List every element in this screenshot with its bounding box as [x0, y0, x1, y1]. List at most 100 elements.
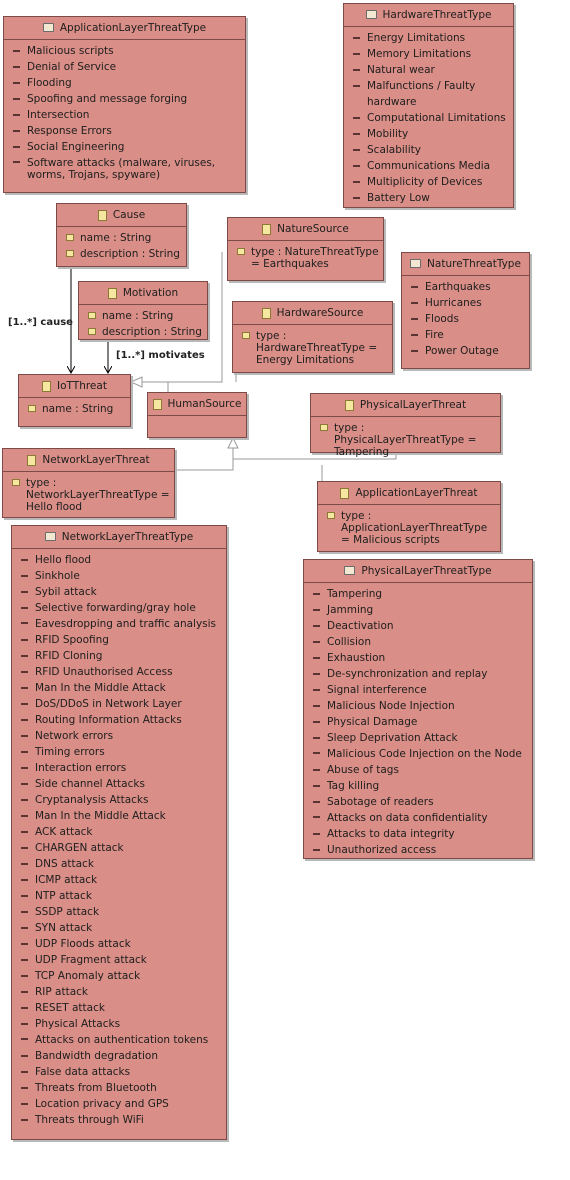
literal-row[interactable]: De-synchronization and replay	[313, 666, 528, 682]
attribute-row[interactable]: type : NatureThreatType = Earthquakes	[237, 244, 379, 272]
attribute-row[interactable]: type : NetworkLayerThreatType = Hello fl…	[12, 475, 170, 515]
literal-row[interactable]: Scalability	[353, 142, 509, 158]
literal-row[interactable]: Flooding	[13, 75, 241, 91]
literal-row[interactable]: Energy Limitations	[353, 30, 509, 46]
literal-row[interactable]: Malfunctions / Faulty hardware	[353, 78, 509, 110]
literal-row[interactable]: Man In the Middle Attack	[21, 808, 222, 824]
literal-row[interactable]: Malicious Node Injection	[313, 698, 528, 714]
literal-row[interactable]: Natural wear	[353, 62, 509, 78]
literal-row[interactable]: Multiplicity of Devices	[353, 174, 509, 190]
literal-row[interactable]: SYN attack	[21, 920, 222, 936]
literal-row[interactable]: UDP Floods attack	[21, 936, 222, 952]
literal-row[interactable]: Deactivation	[313, 618, 528, 634]
literal-row[interactable]: RESET attack	[21, 1000, 222, 1016]
literal-row[interactable]: False data attacks	[21, 1064, 222, 1080]
literal-row[interactable]: Threats through WiFi	[21, 1112, 222, 1128]
attribute-row[interactable]: name : String	[66, 230, 182, 246]
literal-row[interactable]: Location privacy and GPS	[21, 1096, 222, 1112]
literal-row[interactable]: Sabotage of readers	[313, 794, 528, 810]
literal-row[interactable]: CHARGEN attack	[21, 840, 222, 856]
literal-row[interactable]: Attacks on authentication tokens	[21, 1032, 222, 1048]
literal-row[interactable]: Response Errors	[13, 123, 241, 139]
literal-row[interactable]: Eavesdropping and traffic analysis	[21, 616, 222, 632]
literal-row[interactable]: Battery Low	[353, 190, 509, 206]
literal-row[interactable]: Hurricanes	[411, 295, 525, 311]
attribute-row[interactable]: type : ApplicationLayerThreatType = Mali…	[327, 508, 496, 548]
literal-row[interactable]: Man In the Middle Attack	[21, 680, 222, 696]
literal-row[interactable]: ACK attack	[21, 824, 222, 840]
attribute-row[interactable]: name : String	[28, 401, 126, 417]
literal-row[interactable]: Interaction errors	[21, 760, 222, 776]
literal-row[interactable]: Unauthorized access	[313, 842, 528, 858]
literal-row[interactable]: UDP Fragment attack	[21, 952, 222, 968]
attribute-row[interactable]: description : String	[88, 324, 203, 340]
literal-row[interactable]: Threats from Bluetooth	[21, 1080, 222, 1096]
literal-row[interactable]: Sleep Deprivation Attack	[313, 730, 528, 746]
application-layer-threat-type-enum[interactable]: ApplicationLayerThreatType Malicious scr…	[3, 16, 246, 193]
literal-row[interactable]: Signal interference	[313, 682, 528, 698]
literal-row[interactable]: Tag killing	[313, 778, 528, 794]
attribute-row[interactable]: type : PhysicalLayerThreatType = Tamperi…	[320, 420, 496, 460]
literal-row[interactable]: RFID Cloning	[21, 648, 222, 664]
literal-row[interactable]: RFID Unauthorised Access	[21, 664, 222, 680]
literal-row[interactable]: Network errors	[21, 728, 222, 744]
literal-row[interactable]: Exhaustion	[313, 650, 528, 666]
literal-row[interactable]: DNS attack	[21, 856, 222, 872]
nature-source-class[interactable]: NatureSource type : NatureThreatType = E…	[227, 217, 384, 281]
literal-row[interactable]: Attacks to data integrity	[313, 826, 528, 842]
literal-row[interactable]: ICMP attack	[21, 872, 222, 888]
literal-row[interactable]: NTP attack	[21, 888, 222, 904]
literal-row[interactable]: Hello flood	[21, 552, 222, 568]
literal-row[interactable]: Side channel Attacks	[21, 776, 222, 792]
literal-row[interactable]: Physical Damage	[313, 714, 528, 730]
literal-row[interactable]: Sybil attack	[21, 584, 222, 600]
literal-row[interactable]: SSDP attack	[21, 904, 222, 920]
literal-row[interactable]: Social Engineering	[13, 139, 241, 155]
human-source-class[interactable]: HumanSource	[147, 392, 247, 438]
literal-row[interactable]: Physical Attacks	[21, 1016, 222, 1032]
hardware-source-class[interactable]: HardwareSource type : HardwareThreatType…	[232, 301, 393, 373]
literal-row[interactable]: Abuse of tags	[313, 762, 528, 778]
attribute-row[interactable]: name : String	[88, 308, 203, 324]
literal-row[interactable]: Computational Limitations	[353, 110, 509, 126]
literal-row[interactable]: DoS/DDoS in Network Layer	[21, 696, 222, 712]
literal-row[interactable]: Communications Media	[353, 158, 509, 174]
attribute-row[interactable]: type : HardwareThreatType = Energy Limit…	[242, 328, 388, 368]
literal-row[interactable]: Denial of Service	[13, 59, 241, 75]
literal-row[interactable]: Malicious scripts	[13, 43, 241, 59]
literal-row[interactable]: Mobility	[353, 126, 509, 142]
literal-row[interactable]: Power Outage	[411, 343, 525, 359]
literal-row[interactable]: TCP Anomaly attack	[21, 968, 222, 984]
literal-row[interactable]: Spoofing and message forging	[13, 91, 241, 107]
literal-row[interactable]: RIP attack	[21, 984, 222, 1000]
literal-row[interactable]: Routing Information Attacks	[21, 712, 222, 728]
literal-row[interactable]: Software attacks (malware, viruses, worm…	[13, 155, 241, 183]
literal-row[interactable]: Sinkhole	[21, 568, 222, 584]
literal-row[interactable]: Attacks on data confidentiality	[313, 810, 528, 826]
literal-row[interactable]: Earthquakes	[411, 279, 525, 295]
literal-row[interactable]: Collision	[313, 634, 528, 650]
attribute-row[interactable]: description : String	[66, 246, 182, 262]
literal-row[interactable]: Fire	[411, 327, 525, 343]
literal-row[interactable]: Tampering	[313, 586, 528, 602]
iot-threat-class[interactable]: IoTThreat name : String	[18, 374, 131, 427]
literal-row[interactable]: Timing errors	[21, 744, 222, 760]
literal-row[interactable]: Cryptanalysis Attacks	[21, 792, 222, 808]
literal-row[interactable]: Bandwidth degradation	[21, 1048, 222, 1064]
literal-row[interactable]: Floods	[411, 311, 525, 327]
literal-row[interactable]: Selective forwarding/gray hole	[21, 600, 222, 616]
literal-row[interactable]: Memory Limitations	[353, 46, 509, 62]
network-layer-threat-class[interactable]: NetworkLayerThreat type : NetworkLayerTh…	[2, 448, 175, 518]
physical-layer-threat-class[interactable]: PhysicalLayerThreat type : PhysicalLayer…	[310, 393, 501, 458]
literal-row[interactable]: Intersection	[13, 107, 241, 123]
literal-row[interactable]: Jamming	[313, 602, 528, 618]
literal-row[interactable]: Malicious Code Injection on the Node	[313, 746, 528, 762]
application-layer-threat-class[interactable]: ApplicationLayerThreat type : Applicatio…	[317, 481, 501, 552]
literal-row[interactable]: RFID Spoofing	[21, 632, 222, 648]
